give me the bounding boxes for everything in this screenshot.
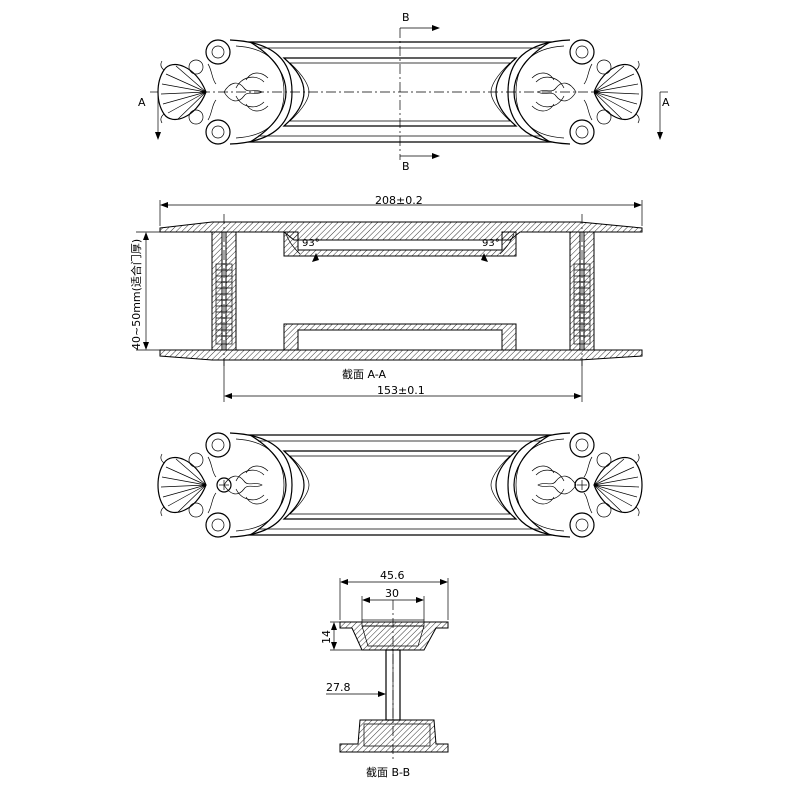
section-b-top-marker: B [400, 11, 440, 31]
dim-hole-spacing: 153±0.1 [223, 360, 583, 402]
section-a-right-label: A [662, 96, 670, 109]
section-a-left-marker: A [138, 91, 161, 140]
dim-bb-width-outer-text: 45.6 [380, 569, 405, 582]
dim-door-thickness: 40~50mm(适合门厚) [129, 231, 210, 351]
dim-overall-length-text: 208±0.2 [375, 194, 423, 207]
section-a-right-marker: A [657, 91, 670, 140]
angle-right-text: 93° [482, 238, 500, 249]
section-aa-view [159, 214, 643, 366]
section-bb-view [339, 600, 449, 760]
dim-bb-height: 14 [320, 621, 362, 651]
dim-bb-width-inner: 30 [361, 587, 425, 620]
section-b-bottom-marker: B [400, 153, 440, 173]
section-b-bottom-label: B [402, 160, 410, 173]
section-b-top-label: B [402, 11, 410, 24]
dim-door-thickness-text: 40~50mm(适合门厚) [129, 239, 143, 350]
bottom-view [158, 433, 642, 537]
dim-bb-stem: 27.8 [326, 681, 386, 697]
top-view [158, 28, 642, 160]
dim-hole-spacing-text: 153±0.1 [377, 384, 425, 397]
section-a-left-label: A [138, 96, 146, 109]
dim-overall-length: 208±0.2 [159, 194, 643, 226]
dim-bb-width-outer: 45.6 [339, 569, 449, 620]
section-aa-title: 截面 A-A [342, 367, 387, 381]
section-bb-title: 截面 B-B [366, 765, 410, 779]
angle-left-text: 93° [302, 238, 320, 249]
dim-bb-height-text: 14 [320, 630, 333, 644]
dim-bb-width-inner-text: 30 [385, 587, 399, 600]
dim-bb-stem-text: 27.8 [326, 681, 351, 694]
